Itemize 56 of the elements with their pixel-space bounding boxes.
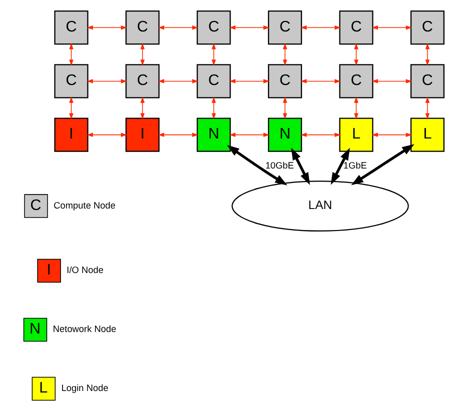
arrow: [300, 25, 340, 30]
arrow: [424, 96, 430, 120]
arrow: [228, 25, 270, 30]
arrow: [158, 79, 198, 84]
node-box: L: [338, 118, 373, 152]
arrow: [226, 145, 287, 186]
edge-label: 10GbE: [264, 160, 294, 171]
node-box: C: [196, 64, 230, 98]
arrow: [300, 79, 340, 84]
arrow: [228, 79, 270, 84]
node-label: Login Node: [60, 383, 108, 394]
node-ellipse: LAN: [231, 180, 408, 232]
arrow: [300, 132, 340, 137]
node-box: C: [267, 10, 302, 45]
arrow: [330, 148, 350, 185]
arrow: [140, 43, 144, 66]
edge-label: 1GbE: [342, 160, 366, 171]
node-box: N: [267, 118, 302, 152]
node-box: C: [410, 10, 444, 45]
arrow: [158, 132, 198, 137]
node-box: C: [338, 64, 373, 98]
node-box: C: [196, 10, 230, 45]
node-box: I: [124, 118, 160, 152]
node-label: I/O Node: [66, 265, 103, 276]
arrow: [86, 79, 127, 84]
arrow: [86, 132, 127, 137]
node-box: C: [267, 64, 302, 98]
node-label: Netowork Node: [52, 324, 116, 334]
arrow: [354, 43, 358, 66]
arrow: [86, 25, 127, 30]
node-box: C: [54, 64, 88, 98]
node-box: C: [338, 10, 373, 45]
node-box: C: [54, 10, 88, 45]
node-box: C: [410, 64, 444, 98]
arrow: [140, 96, 144, 120]
arrow: [424, 43, 430, 66]
arrow: [282, 96, 287, 120]
arrow: [68, 43, 73, 66]
node-label: Compute Node: [53, 200, 115, 210]
node-box: L: [410, 118, 444, 152]
arrow: [282, 43, 287, 66]
arrow: [158, 25, 198, 30]
arrow: [68, 96, 73, 120]
arrow: [211, 43, 216, 66]
node-box: I: [54, 118, 88, 152]
arrow: [211, 96, 216, 120]
arrow: [371, 25, 412, 30]
node-box: N: [196, 118, 230, 152]
arrow: [371, 79, 412, 84]
arrow: [371, 132, 412, 137]
arrow: [354, 96, 358, 120]
arrow: [290, 148, 310, 185]
node-box: C: [124, 10, 160, 45]
node-box: C: [124, 64, 160, 98]
arrow: [228, 132, 270, 137]
arrow: [350, 144, 414, 186]
